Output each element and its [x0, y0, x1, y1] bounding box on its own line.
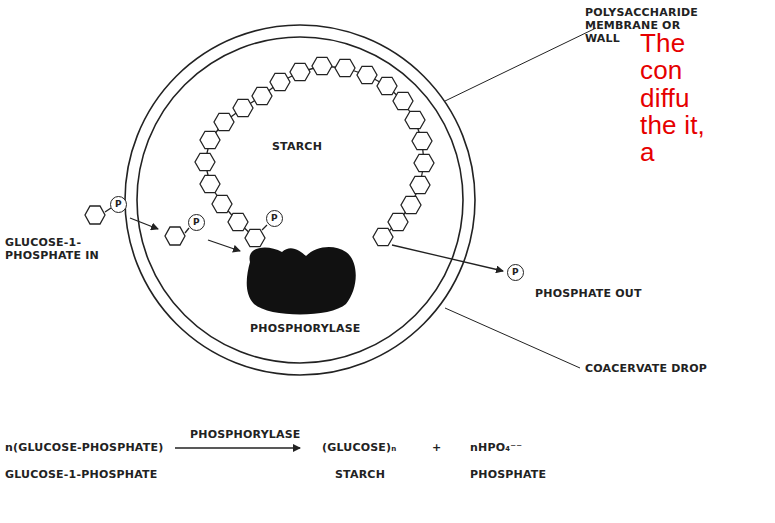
- glucose-unit: [388, 213, 408, 230]
- glucose-unit: [212, 195, 232, 212]
- bond: [262, 225, 267, 230]
- wall-inner: [137, 37, 463, 363]
- drop-label: COACERVATE DROP: [585, 362, 707, 375]
- reactant: n(GLUCOSE-PHOSPHATE): [5, 441, 163, 454]
- input-label: GLUCOSE-1-PHOSPHATE IN: [5, 236, 110, 262]
- starch-chain: [195, 57, 434, 246]
- phosphate-symbol: P: [266, 210, 283, 227]
- glucose-unit: [405, 111, 425, 128]
- product: (GLUCOSE)ₙ: [322, 441, 397, 454]
- glucose-unit: [335, 59, 355, 76]
- glucose-unit: [414, 154, 434, 171]
- glucose-unit: [252, 87, 272, 104]
- output-label: PHOSPHATE OUT: [535, 287, 642, 300]
- plus-sign: +: [432, 441, 441, 454]
- glucose-unit: [377, 77, 397, 94]
- leader-line: [445, 308, 580, 368]
- arrow: [208, 240, 240, 251]
- glucose-unit: [270, 73, 290, 90]
- glucose-unit: [200, 175, 220, 192]
- arrow: [130, 218, 158, 229]
- glucose-unit: [290, 63, 310, 80]
- product-name: PHOSPHATE: [470, 468, 546, 481]
- reaction-arrow: [175, 447, 300, 448]
- glucose-unit: [228, 213, 248, 230]
- phosphate-symbol: P: [188, 214, 205, 231]
- leader-line: [445, 28, 596, 101]
- enzyme-label: PHOSPHORYLASE: [250, 322, 350, 335]
- glucose-unit: [245, 229, 265, 246]
- glucose-unit: [393, 92, 413, 109]
- product: nHPO₄⁻⁻: [470, 441, 522, 454]
- enzyme-label: PHOSPHORYLASE: [190, 428, 301, 441]
- glucose-unit: [312, 57, 332, 74]
- bond: [185, 228, 189, 233]
- red-note: The con diffu the it, a: [640, 30, 712, 166]
- phosphate-symbol: P: [110, 196, 127, 213]
- reactant-name: GLUCOSE-1-PHOSPHATE: [5, 468, 158, 481]
- glucose-unit: [195, 153, 215, 170]
- product-name: STARCH: [335, 468, 385, 481]
- glucose-unit: [85, 206, 105, 224]
- glucose-unit: [200, 131, 220, 148]
- phosphate-symbol: P: [507, 264, 524, 281]
- arrow: [392, 245, 503, 271]
- glucose-unit: [373, 228, 393, 245]
- starch-label: STARCH: [272, 140, 322, 153]
- wall-outer: [125, 25, 475, 375]
- glucose-unit: [401, 196, 421, 213]
- glucose-unit: [412, 132, 432, 149]
- glucose-unit: [165, 227, 185, 245]
- glucose-unit: [410, 176, 430, 193]
- phosphorylase-blob: [247, 247, 356, 314]
- glucose-unit: [214, 113, 234, 130]
- glucose-unit: [233, 99, 253, 116]
- glucose-unit: [357, 66, 377, 83]
